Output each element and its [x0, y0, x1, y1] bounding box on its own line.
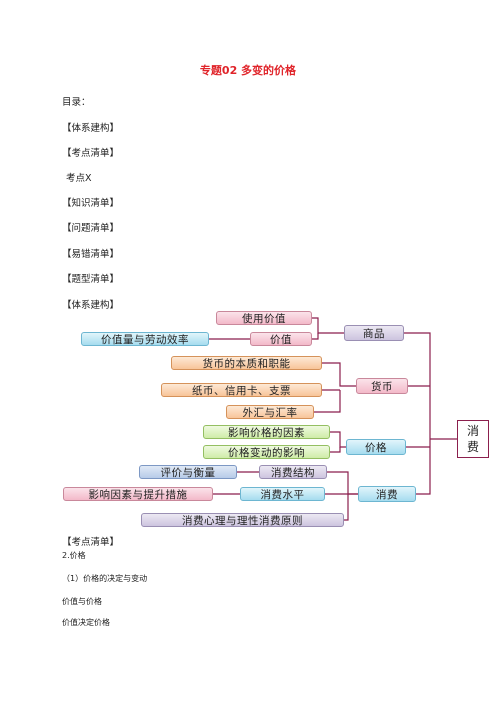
connector-price-effects [330, 447, 341, 453]
node-use-value: 使用价值 [216, 311, 312, 325]
node-consumption: 消费 [358, 486, 416, 502]
node-root: 消 费 [457, 420, 489, 458]
node-value-labor: 价值量与劳动效率 [81, 332, 209, 346]
section-heading-system: 【体系建构】 [62, 300, 120, 311]
node-root-line2: 费 [466, 440, 479, 454]
connector-use-value [312, 317, 344, 334]
page-title: 专题02 多变的价格 [199, 64, 297, 77]
node-price-factors: 影响价格的因素 [203, 425, 330, 439]
toc-item-questions: 【问题清单】 [62, 223, 120, 234]
connector-forex [314, 390, 341, 413]
content-line-value-and-price: 价值与价格 [62, 597, 102, 606]
toc-item-errors: 【易错清单】 [62, 249, 120, 260]
node-currency: 货币 [356, 378, 408, 394]
node-structure: 消费结构 [259, 465, 327, 479]
connector-structure [327, 471, 358, 495]
connector-money-nature [322, 362, 356, 387]
node-root-line1: 消 [466, 424, 479, 438]
connector-price-factors [330, 431, 346, 448]
content-line-price-determination: （1）价格的决定与变动 [62, 574, 148, 583]
node-price-effects: 价格变动的影响 [203, 445, 330, 459]
connector-value [312, 333, 319, 340]
connector-psychology [344, 494, 349, 521]
connector-trunk [404, 332, 431, 495]
node-level: 消费水平 [240, 487, 325, 501]
section-heading-points: 【考点清单】 [62, 537, 120, 548]
node-commodity: 商品 [344, 325, 404, 341]
node-value: 价值 [250, 332, 312, 346]
toc-item-points: 【考点清单】 [62, 148, 120, 159]
toc-item-system: 【体系建构】 [62, 123, 120, 134]
node-factors-measures: 影响因素与提升措施 [63, 487, 213, 501]
node-paper-money: 纸币、信用卡、支票 [161, 383, 322, 397]
node-evaluate: 评价与衡量 [139, 465, 237, 479]
node-price: 价格 [346, 439, 406, 455]
toc-item-knowledge: 【知识清单】 [62, 198, 120, 209]
content-line-price: 2.价格 [62, 551, 86, 560]
toc-label: 目录： [62, 97, 91, 108]
node-money-nature: 货币的本质和职能 [171, 356, 322, 370]
node-psychology: 消费心理与理性消费原则 [141, 513, 344, 527]
toc-item-point-x: 考点X [66, 173, 92, 184]
content-line-value-determines-price: 价值决定价格 [62, 618, 110, 627]
node-forex: 外汇与汇率 [226, 405, 314, 419]
toc-item-types: 【题型清单】 [62, 274, 120, 285]
